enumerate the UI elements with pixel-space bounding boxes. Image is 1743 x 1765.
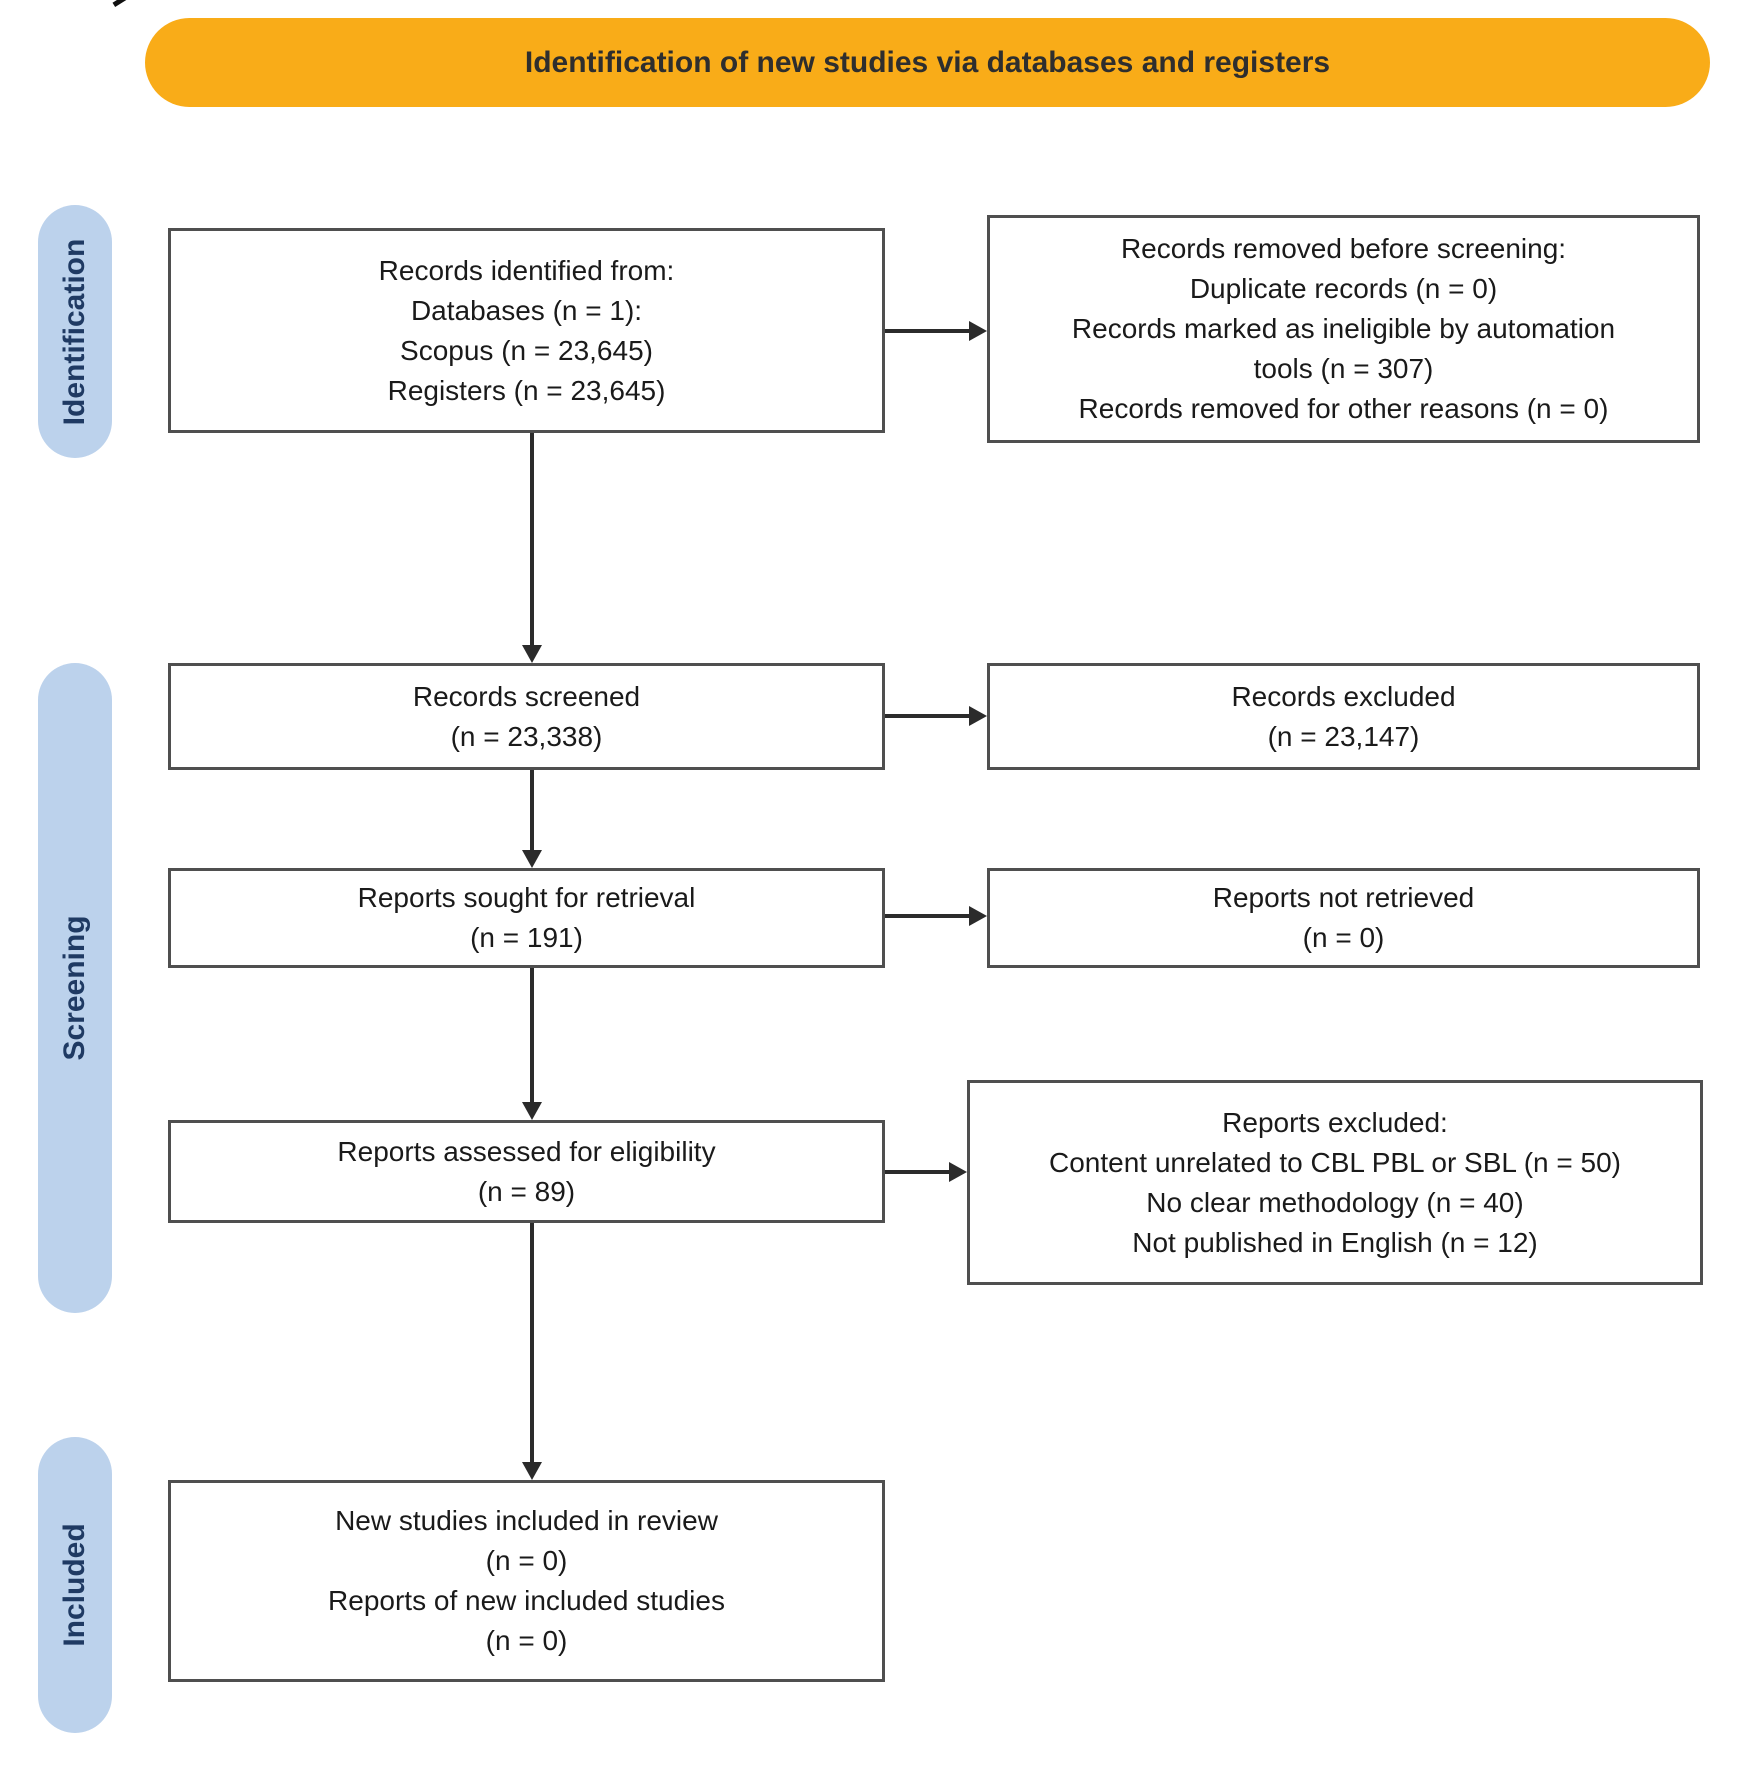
- box-line: Databases (n = 1):: [410, 294, 643, 326]
- banner-identification-of-new-studies: Identification of new studies via databa…: [145, 18, 1710, 107]
- box-line: Records removed before screening:: [1120, 233, 1567, 264]
- arrowhead-right-icon: [969, 321, 987, 341]
- arrow-identified-to-screened: [530, 433, 534, 647]
- banner-label: Identification of new studies via databa…: [524, 45, 1331, 79]
- stage-pill-included: Included: [38, 1437, 112, 1733]
- box-line: Scopus (n = 23,645): [400, 334, 653, 366]
- arrow-assessed-to-reportsexcluded: [885, 1170, 951, 1174]
- stage-label-screening: Screening: [58, 915, 91, 1061]
- arrow-screened-to-sought: [530, 770, 534, 852]
- arrowhead-right-icon: [969, 906, 987, 926]
- box-reports-not-retrieved: Reports not retrieved (n = 0): [987, 868, 1700, 968]
- box-line: Reports of new included studies: [328, 1585, 725, 1616]
- box-line: Registers (n = 23,645): [387, 374, 666, 406]
- box-line: tools (n = 307): [1253, 353, 1434, 384]
- stage-pill-identification: Identification: [38, 205, 112, 458]
- box-line: Reports sought for retrieval: [357, 882, 696, 913]
- box-line: New studies included in review: [335, 1505, 718, 1536]
- arrowhead-down-icon: [522, 645, 542, 663]
- arrowhead-down-icon: [522, 850, 542, 868]
- box-line: Duplicate records (n = 0): [1189, 273, 1498, 304]
- stage-pill-screening: Screening: [38, 663, 112, 1313]
- arrow-screened-to-excluded: [885, 714, 971, 718]
- box-records-excluded: Records excluded (n = 23,147): [987, 663, 1700, 770]
- box-records-screened: Records screened (n = 23,338): [168, 663, 885, 770]
- box-line: Not published in English (n = 12): [1132, 1226, 1538, 1258]
- box-records-identified: Records identified from: Databases (n = …: [168, 228, 885, 433]
- box-reports-assessed-for-eligibility: Reports assessed for eligibility (n = 89…: [168, 1120, 885, 1223]
- box-line: Reports excluded:: [1222, 1106, 1448, 1138]
- box-records-removed-before-screening: Records removed before screening: Duplic…: [987, 215, 1700, 443]
- box-line: (n = 0): [485, 1545, 568, 1576]
- box-line: (n = 23,338): [450, 720, 603, 752]
- box-line: (n = 0): [1302, 922, 1385, 953]
- box-reports-sought-for-retrieval: Reports sought for retrieval (n = 191): [168, 868, 885, 968]
- box-line: (n = 191): [470, 922, 583, 953]
- box-line: Records identified from:: [378, 254, 675, 286]
- box-line: Reports not retrieved: [1212, 882, 1475, 913]
- box-reports-excluded: Reports excluded: Content unrelated to C…: [967, 1080, 1703, 1285]
- arrow-sought-to-notretrieved: [885, 914, 971, 918]
- box-line: Records removed for other reasons (n = 0…: [1078, 393, 1609, 424]
- arrowhead-down-icon: [522, 1102, 542, 1120]
- box-line: Records marked as ineligible by automati…: [1071, 313, 1616, 344]
- stage-label-included: Included: [58, 1523, 91, 1647]
- box-line: (n = 0): [485, 1625, 568, 1656]
- arrowhead-right-icon: [969, 706, 987, 726]
- box-line: Records excluded: [1231, 680, 1456, 712]
- box-line: No clear methodology (n = 40): [1146, 1186, 1524, 1218]
- arrow-identified-to-removed: [885, 329, 971, 333]
- box-line: Content unrelated to CBL PBL or SBL (n =…: [1048, 1146, 1621, 1178]
- box-new-studies-included: New studies included in review (n = 0) R…: [168, 1480, 885, 1682]
- arrowhead-down-icon: [522, 1462, 542, 1480]
- box-line: Reports assessed for eligibility: [337, 1135, 716, 1167]
- box-line: (n = 23,147): [1267, 720, 1420, 752]
- box-line: Records screened: [412, 680, 641, 712]
- stage-label-identification: Identification: [58, 238, 91, 425]
- arrow-sought-to-assessed: [530, 968, 534, 1104]
- box-line: (n = 89): [477, 1175, 576, 1207]
- arrow-assessed-to-included: [530, 1223, 534, 1464]
- stray-crop-mark: [112, 0, 136, 7]
- arrowhead-right-icon: [949, 1162, 967, 1182]
